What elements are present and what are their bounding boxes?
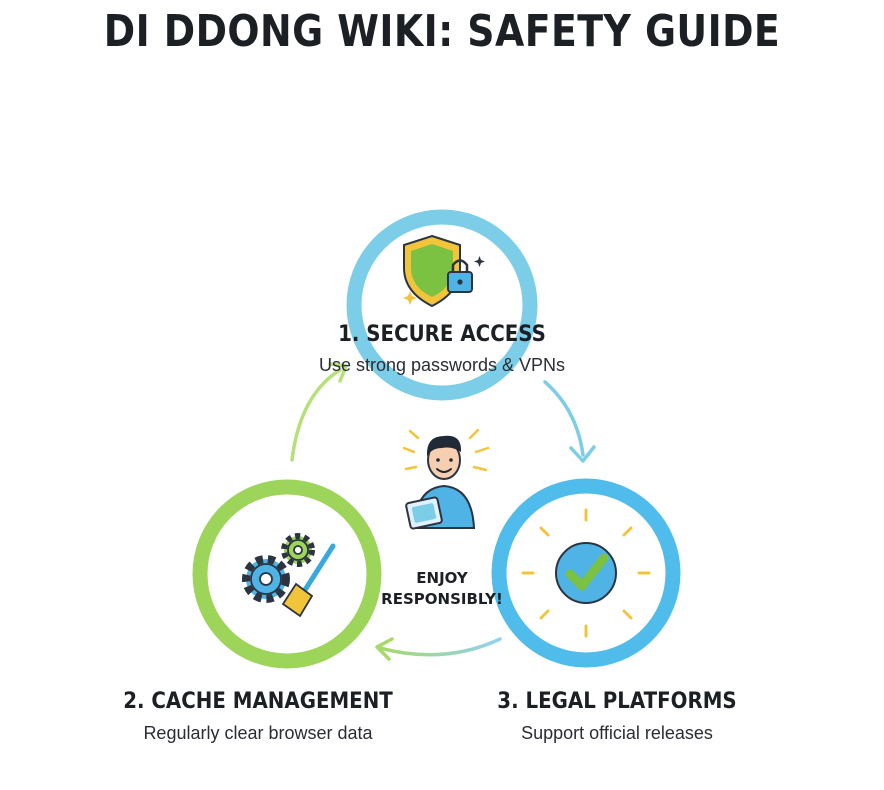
arrow-cache-to-secure xyxy=(290,362,348,462)
step-3-title: 3. LEGAL PLATFORMS xyxy=(497,689,737,714)
center-label-line1: ENJOY xyxy=(416,569,468,587)
step-1-title: 1. SECURE ACCESS xyxy=(338,322,546,347)
checkmark-badge-icon xyxy=(521,508,651,638)
gears-broom-icon xyxy=(242,533,336,618)
arrow-secure-to-legal xyxy=(543,380,596,463)
secure-access-ring xyxy=(346,209,538,401)
step-1-desc: Use strong passwords & VPNs xyxy=(318,355,566,375)
center-label-line2: RESPONSIBLY! xyxy=(381,590,503,608)
step-2-title: 2. CACHE MANAGEMENT xyxy=(123,689,393,714)
step-3-desc: Support official releases xyxy=(521,723,713,743)
page-title: DI DDONG WIKI: SAFETY GUIDE xyxy=(103,6,781,57)
person-tablet-icon xyxy=(402,428,490,530)
arrow-legal-to-cache xyxy=(375,637,502,661)
center-label: ENJOY RESPONSIBLY! xyxy=(372,568,512,610)
shield-lock-icon xyxy=(403,234,485,308)
step-2-desc: Regularly clear browser data xyxy=(143,723,373,743)
